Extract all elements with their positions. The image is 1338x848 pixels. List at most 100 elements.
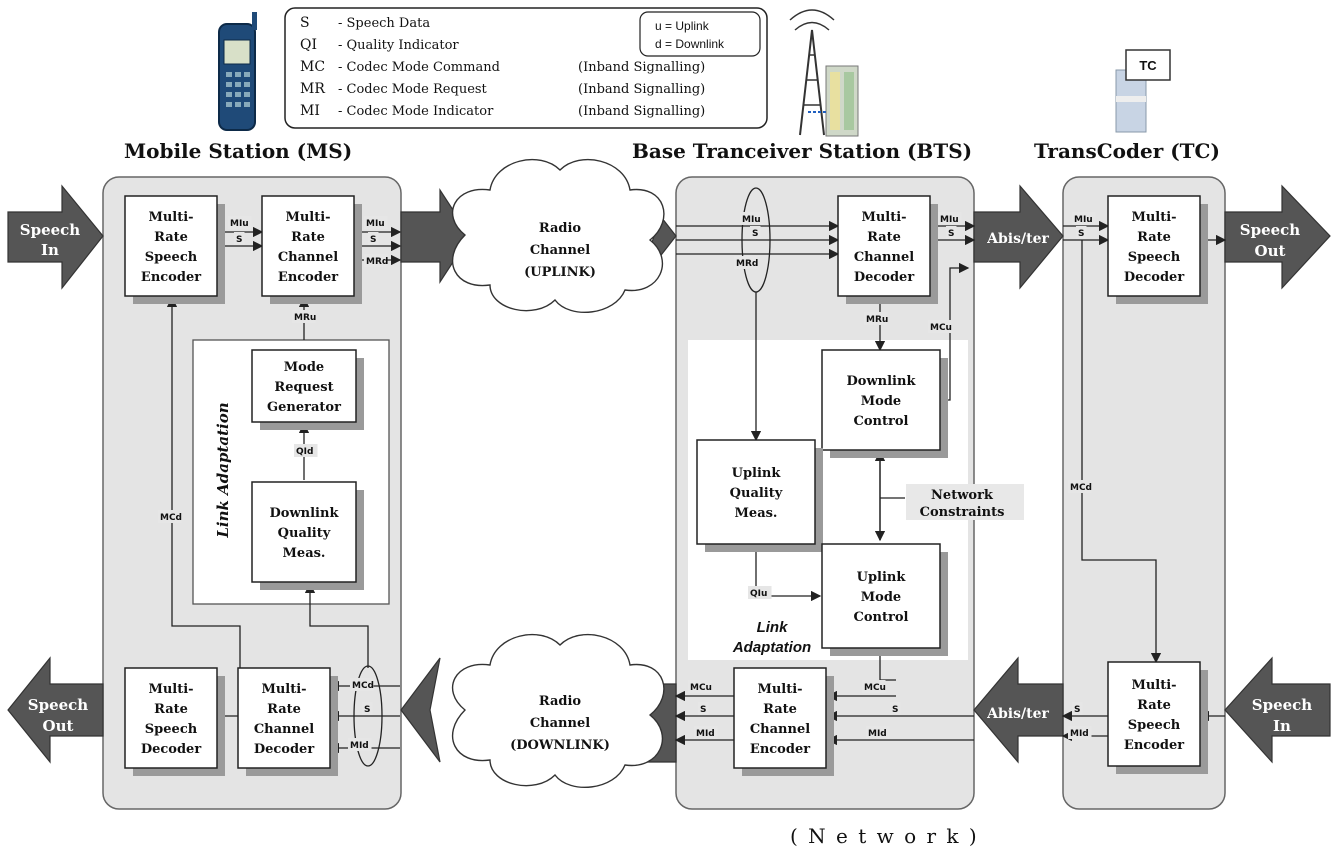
network-label: ( N e t w o r k ) (790, 824, 979, 848)
tc-speech-out-line2: Out (1255, 242, 1286, 260)
speech-in-label-line1: Speech (20, 221, 81, 239)
block-label-line: Speech (1128, 250, 1181, 265)
cloud-uplink-line2: Channel (530, 243, 590, 258)
legend-note: (Inband Signalling) (578, 104, 705, 119)
legend-desc: - Quality Indicator (338, 38, 459, 53)
speech-out-arrow-ms: Speech Out (8, 658, 103, 762)
signal-tag-s: S (892, 705, 898, 715)
speech-in-arrow-tc: Speech In (1225, 658, 1330, 762)
speech-in-label-line2: In (41, 241, 59, 259)
block-tc-speech-encoder: Multi-RateSpeechEncoder (1108, 662, 1208, 774)
cloud-downlink-line2: Channel (530, 716, 590, 731)
signal-tag-mc-d: MCd (160, 513, 182, 523)
cloud-downlink-line3: (DOWNLINK) (510, 738, 610, 753)
signal-tag-mr-d: MRd (366, 257, 388, 267)
block-label-line: Multi- (1131, 210, 1176, 225)
signal-tag-mc-d: MCd (352, 681, 374, 691)
block-label-line: Decoder (854, 270, 914, 285)
block-label-line: Channel (278, 250, 338, 265)
legend-uplink: u = Uplink (655, 19, 710, 33)
radio-channel-downlink-cloud: Radio Channel (DOWNLINK) (453, 635, 664, 788)
block-label-line: Downlink (270, 506, 340, 521)
block-label-line: Encoder (1124, 738, 1184, 753)
block-label-line: Channel (854, 250, 914, 265)
signal-tag-qi-d: QId (296, 447, 313, 457)
block-label-line: Uplink (732, 466, 782, 481)
block-label-line: Decoder (1124, 270, 1184, 285)
block-label-line: Multi- (285, 210, 330, 225)
tc-speech-out-line1: Speech (1240, 221, 1301, 239)
block-label-line: Channel (750, 722, 810, 737)
block-label-line: Rate (291, 230, 325, 245)
signal-tag-mc-u: MCu (930, 323, 952, 333)
legend-desc: - Codec Mode Command (338, 60, 500, 75)
block-label-line: Downlink (847, 374, 917, 389)
tc-speech-in-line2: In (1273, 717, 1291, 735)
signal-tag-mr-d: MRd (736, 259, 758, 269)
signal-tag-mc-d: MCd (1070, 483, 1092, 493)
block-label-line: Speech (145, 250, 198, 265)
signal-tag-mc-u: MCu (864, 683, 886, 693)
legend-abbr: MI (300, 103, 320, 119)
ms-link-adaptation-label: Link Adaptation (214, 402, 232, 538)
cloud-downlink-line1: Radio (539, 694, 582, 709)
signal-tag-s: S (948, 229, 954, 239)
block-ms-speech-decoder: Multi-RateSpeechDecoder (125, 668, 225, 776)
block-label-line: Mode (284, 360, 324, 375)
block-label-line: Speech (145, 722, 198, 737)
block-label-line: Rate (154, 230, 188, 245)
block-bts-channel-decoder: Multi-RateChannelDecoder (838, 196, 938, 304)
block-label-line: Control (854, 414, 909, 429)
block-label-line: Encoder (141, 270, 201, 285)
block-label-line: Generator (267, 400, 341, 415)
block-label-line: Quality (278, 526, 331, 541)
bts-section-title: Base Tranceiver Station (BTS) (632, 139, 972, 163)
block-label-line: Rate (267, 702, 301, 717)
block-label-line: Decoder (141, 742, 201, 757)
block-label-line: Quality (730, 486, 783, 501)
legend-abbr: QI (300, 37, 317, 53)
block-label-line: Mode (861, 590, 901, 605)
legend-downlink: d = Downlink (655, 37, 725, 51)
block-label-line: Multi- (1131, 678, 1176, 693)
cloud-to-ms-arrow (401, 658, 440, 762)
speech-out-label-line1: Speech (28, 696, 89, 714)
mobile-phone-icon (219, 12, 257, 130)
abis-uplink-label: Abis/ter (986, 231, 1049, 247)
legend-desc: - Codec Mode Request (338, 82, 488, 97)
signal-tag-qi-u: QIu (750, 589, 767, 599)
block-label-line: Mode (861, 394, 901, 409)
block-tc-speech-decoder: Multi-RateSpeechDecoder (1108, 196, 1208, 304)
legend-abbr: MR (300, 81, 325, 97)
signal-tag-mi-d: MId (1070, 729, 1089, 739)
speech-in-arrow-ms: Speech In (8, 186, 103, 288)
signal-tag-mi-d: MId (696, 729, 715, 739)
block-label-line: Multi- (148, 210, 193, 225)
block-bts-channel-encoder: Multi-RateChannelEncoder (734, 668, 834, 776)
speech-out-label-line2: Out (43, 717, 74, 735)
bts-link-adaptation-label-2: Adaptation (732, 639, 811, 656)
block-label-line: Control (854, 610, 909, 625)
signal-tag-mi-d: MId (350, 741, 369, 751)
block-label-line: Uplink (857, 570, 907, 585)
legend-note: (Inband Signalling) (578, 60, 705, 75)
block-label-line: Speech (1128, 718, 1181, 733)
signal-tag-mr-u: MRu (866, 315, 888, 325)
signal-tag-s: S (236, 235, 242, 245)
ms-section-title: Mobile Station (MS) (124, 139, 352, 163)
signal-tag-s: S (1078, 229, 1084, 239)
bts-link-adaptation-label-1: Link (757, 619, 788, 636)
block-label-line: Decoder (254, 742, 314, 757)
signal-tag-s: S (752, 229, 758, 239)
legend-desc: - Codec Mode Indicator (338, 104, 494, 119)
signal-tag-s: S (700, 705, 706, 715)
